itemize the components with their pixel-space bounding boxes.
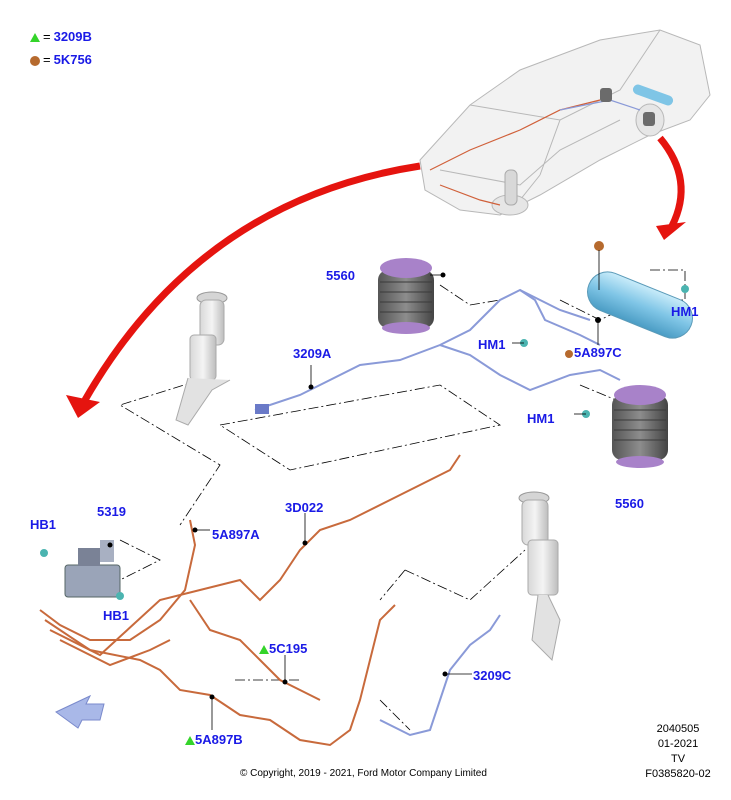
legend-text: 3209B xyxy=(53,29,92,44)
label-3209c: 3209C xyxy=(473,668,512,683)
connector-markers xyxy=(308,241,689,418)
connector-3209a-end xyxy=(255,404,269,414)
copyright-notice: © Copyright, 2019 - 2021, Ford Motor Com… xyxy=(240,768,487,779)
green-triangle-icon xyxy=(185,736,195,746)
label-5a897b: 5A897B xyxy=(185,733,243,746)
label-hb1-top: HB1 xyxy=(30,517,57,532)
reference-line-2: 01-2021 xyxy=(657,738,699,750)
legend-item-5k756: =5K756 xyxy=(30,53,92,66)
front-orange-pipes xyxy=(39,454,461,747)
label-hb1-bottom: HB1 xyxy=(103,608,130,623)
label-5c195: 5C195 xyxy=(259,642,307,655)
label-5560-bottom: 5560 xyxy=(615,496,644,511)
label-5a897c: 5A897C xyxy=(565,346,622,359)
label-hm1-low: HM1 xyxy=(527,411,555,426)
brown-circle-icon xyxy=(30,55,40,66)
air-reservoir-tank xyxy=(587,271,693,339)
green-triangle-icon xyxy=(259,645,269,655)
rear-blue-pipes xyxy=(254,288,621,411)
label-5560-top: 5560 xyxy=(326,268,355,283)
reference-line-4: F0385820-02 xyxy=(645,768,711,780)
front-connectors xyxy=(40,513,472,730)
vehicle-outline xyxy=(419,29,711,216)
green-triangle-icon xyxy=(30,33,40,43)
brown-circle-icon xyxy=(565,349,573,358)
legend-text: 5K756 xyxy=(53,52,92,67)
air-spring-bottom xyxy=(612,385,668,468)
red-arrow-right xyxy=(656,135,686,240)
label-3209a: 3209A xyxy=(293,346,332,361)
reference-line-1: 2040505 xyxy=(656,723,700,735)
label-5319: 5319 xyxy=(97,504,126,519)
label-hm1-mid: HM1 xyxy=(478,337,506,352)
front-pipe-blue-3209c xyxy=(379,614,501,737)
label-3d022: 3D022 xyxy=(285,500,324,515)
vehicle-pipe-routing xyxy=(429,84,674,206)
label-5a897a: 5A897A xyxy=(212,527,260,542)
label-hm1-right: HM1 xyxy=(671,304,699,319)
air-spring-top xyxy=(378,258,434,334)
valve-block-5319 xyxy=(64,540,121,598)
front-strut-lower-right xyxy=(518,491,561,662)
legend-item-3209b: =3209B xyxy=(30,30,92,43)
reference-line-3: TV xyxy=(670,753,686,765)
red-arrow-left xyxy=(66,162,421,418)
front-strut-upper-left xyxy=(175,291,231,426)
direction-arrow-icon xyxy=(55,694,105,729)
